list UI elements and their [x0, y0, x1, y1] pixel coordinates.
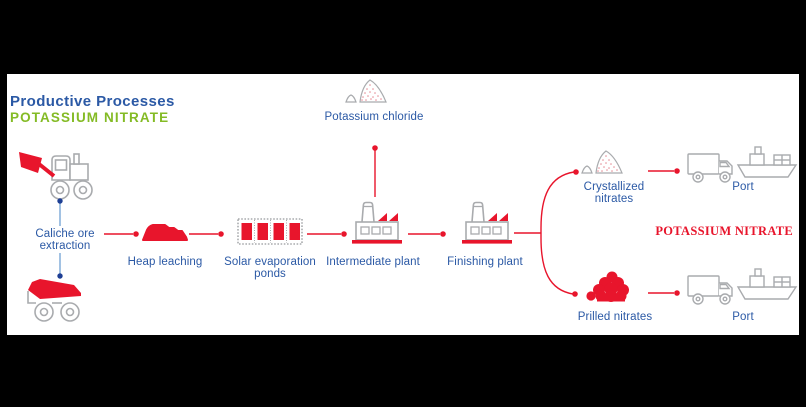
crystallized-nitrates-label: Crystallized nitrates [583, 181, 645, 206]
prilled-nitrates-label: Prilled nitrates [577, 311, 653, 323]
dump-truck-icon [24, 276, 94, 326]
intermediate-plant-label: Intermediate plant [326, 256, 420, 268]
page-title: Productive Processes [10, 93, 175, 110]
box-truck-icon [687, 149, 737, 185]
page-subtitle: POTASSIUM NITRATE [10, 110, 170, 125]
evaporation-ponds-icon [237, 218, 303, 245]
heap-pile-icon [142, 219, 188, 242]
cargo-ship-icon [736, 142, 798, 180]
caliche-ore-extraction-label: Caliche ore extraction [35, 228, 95, 253]
prill-pile-icon [585, 267, 637, 305]
finishing-plant-label: Finishing plant [447, 256, 523, 268]
wheel-loader-icon [18, 146, 102, 204]
port-label-bottom: Port [732, 311, 754, 323]
salt-pile-icon [578, 147, 630, 175]
solar-evaporation-ponds-label: Solar evaporation ponds [224, 256, 316, 281]
salt-pile-icon [342, 76, 394, 104]
box-truck-icon [687, 271, 737, 307]
port-label-top: Port [732, 181, 754, 193]
potassium-nitrate-product-label: POTASSIUM NITRATE [655, 224, 793, 238]
factory-icon [350, 198, 404, 246]
factory-icon [460, 198, 514, 246]
diagram-panel [7, 74, 799, 335]
cargo-ship-icon [736, 264, 798, 302]
heap-leaching-label: Heap leaching [127, 256, 203, 268]
potassium-chloride-label: Potassium chloride [324, 111, 424, 123]
